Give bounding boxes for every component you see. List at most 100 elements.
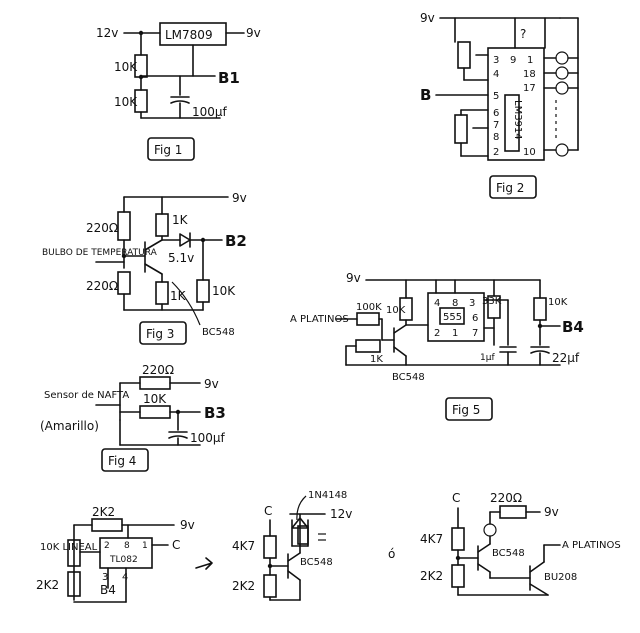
fig5-chip-box [427, 292, 485, 342]
fig5-pot [355, 339, 381, 353]
fig2-pin-17: 17 [523, 83, 536, 94]
fig3-zener-value: 5.1v [168, 251, 194, 265]
fig6-pin-1: 1 [142, 541, 148, 551]
fig3-supply-voltage: 9v [232, 191, 247, 205]
fig8-node-c: C [452, 491, 460, 505]
fig1-node-label: B1 [218, 69, 240, 87]
fig4-supply-voltage: 9v [204, 377, 219, 391]
fig1-caption: Fig 1 [154, 143, 182, 157]
fig1-caption-box [147, 137, 195, 161]
fig2-supply-voltage: 9v [420, 11, 435, 25]
fig5-pin-6: 6 [472, 313, 478, 324]
fig4-capacitor-value: 100µf [190, 431, 226, 445]
fig8-led-icon [483, 523, 497, 537]
fig3-pot [155, 281, 169, 305]
fig5-chip-label-box [439, 307, 465, 325]
fig3-transistor-label: BC548 [202, 327, 235, 338]
fig2-pin-4: 4 [493, 69, 499, 80]
fig2-pot-top [457, 41, 471, 69]
fig7-resistor-2-value: 2K2 [232, 579, 255, 593]
fig7-relay-circuit: C 4K7 BC548 2K2 12v 1N4148 [232, 490, 352, 601]
fig2-pin-2: 2 [493, 147, 499, 158]
fig5-resistor-in-value: 100K [356, 302, 382, 313]
fig5-capacitor-2 [530, 350, 550, 354]
fig2-chip-label-box [504, 94, 520, 152]
fig5-capacitor-2-value: 22µf [552, 351, 580, 365]
fig1-capacitor [170, 100, 190, 104]
fig1-capacitor-value: 100µf [192, 105, 228, 119]
fig3-pot-value: 1K [170, 289, 187, 303]
fig2-pot-bottom [454, 114, 468, 144]
fig2-pin-3: 3 [493, 55, 499, 66]
fig5-capacitor-1-value: 1µf [480, 353, 495, 363]
fig1-output-voltage: 9v [246, 26, 261, 40]
fig5-pin-2: 2 [434, 328, 440, 339]
fig7-resistor-1-value: 4K7 [232, 539, 255, 553]
fig5-resistor-2-value: 10K [386, 305, 406, 316]
fig6-pin-4: 4 [122, 572, 128, 583]
fig5-pin-4: 4 [434, 298, 440, 309]
fig4-resistor-2 [139, 405, 171, 419]
fig5-555-circuit: 9v A PLATINOS 100K 1K BC548 10K 4 8 3 2 … [290, 271, 584, 421]
fig8-transistor-2-label: BU208 [544, 572, 577, 583]
fig5-supply-voltage: 9v [346, 271, 361, 285]
fig5-caption-box [445, 397, 493, 421]
fig2-question-mark: ? [520, 27, 526, 41]
fig2-led-3-icon [555, 81, 569, 95]
fig5-caption: Fig 5 [452, 403, 480, 417]
fig8-resistor-1 [451, 527, 465, 551]
fig4-resistor-2-value: 10K [143, 392, 167, 406]
fig7-resistor-1 [263, 535, 277, 559]
fig3-resistor-3-value: 1K [172, 213, 189, 227]
fig2-led-1-icon [555, 51, 569, 65]
fig3-node-label: B2 [225, 232, 247, 250]
fig3-sensor-label: BULBO DE TEMPERATURA [42, 248, 158, 258]
fig6-supply-voltage: 9v [180, 518, 195, 532]
fig2-pin-9: 9 [510, 55, 516, 66]
fig5-resistor-4 [533, 297, 547, 321]
fig7-diode-pointer [296, 495, 307, 521]
fig1-resistor-top-value: 10K [114, 60, 138, 74]
fig3-resistor-out [196, 279, 210, 303]
fig5-pin-8: 8 [452, 298, 458, 309]
fig3-resistor-1 [117, 211, 131, 241]
fig2-pin-18: 18 [523, 69, 536, 80]
fig2-pin-8: 8 [493, 132, 499, 143]
fig2-pin-1: 1 [527, 55, 533, 66]
fig6-resistor-bottom-value: 2K2 [36, 578, 59, 592]
fig2-led-bar-circuit: 9v ? 3 9 4 5 6 7 8 2 1 18 17 10 LM3914 B [420, 11, 579, 199]
fig4-node-label: B3 [204, 404, 226, 422]
fig3-temperature-circuit: 9v 220Ω 1K B2 5.1v 10K 1K BULBO DE TEMPE… [42, 191, 247, 345]
fig6-pot-label: 10K LINEAL [40, 542, 98, 553]
fig6-pin-2: 2 [104, 541, 110, 551]
fig3-resistor-1-value: 220Ω [86, 221, 118, 235]
fig5-platinos-label: A PLATINOS [290, 314, 349, 325]
fig6-pin-3: 3 [102, 572, 108, 583]
fig2-pin-5: 5 [493, 91, 499, 102]
fig8-resistor-1-value: 4K7 [420, 532, 443, 546]
fig4-resistor-1 [139, 376, 171, 390]
fig1-input-voltage: 12v [96, 26, 118, 40]
fig6-resistor-bottom [67, 571, 81, 597]
fig4-sensor-label: Sensor de NAFTA [44, 390, 129, 401]
fig4-capacitor [168, 435, 188, 439]
fig8-supply-voltage: 9v [544, 505, 559, 519]
fig2-led-2-icon [555, 66, 569, 80]
fig6-pot [67, 539, 81, 567]
fig7-diode [291, 517, 309, 529]
fig5-pot-value: 1K [370, 354, 383, 365]
fig7-node-c: C [264, 504, 272, 518]
fig2-pin-7: 7 [493, 120, 499, 131]
fig6-node-c: C [172, 538, 180, 552]
fig5-chip-label: 555 [443, 312, 462, 323]
fig6-pin-8: 8 [124, 541, 130, 551]
fig2-chip-label: LM3914 [512, 100, 523, 140]
fig3-transistor-pointer [171, 281, 201, 326]
fig1-resistor-bottom-value: 10K [114, 95, 138, 109]
fig6-node-b4: B4 [100, 583, 116, 597]
fig2-chip-box [487, 47, 545, 161]
fig4-sensor-sub: (Amarillo) [40, 419, 99, 433]
fig6-resistor-top-value: 2K2 [92, 505, 115, 519]
fig6-arrow-icon [195, 557, 213, 570]
fig7-relay-coil [297, 525, 309, 545]
